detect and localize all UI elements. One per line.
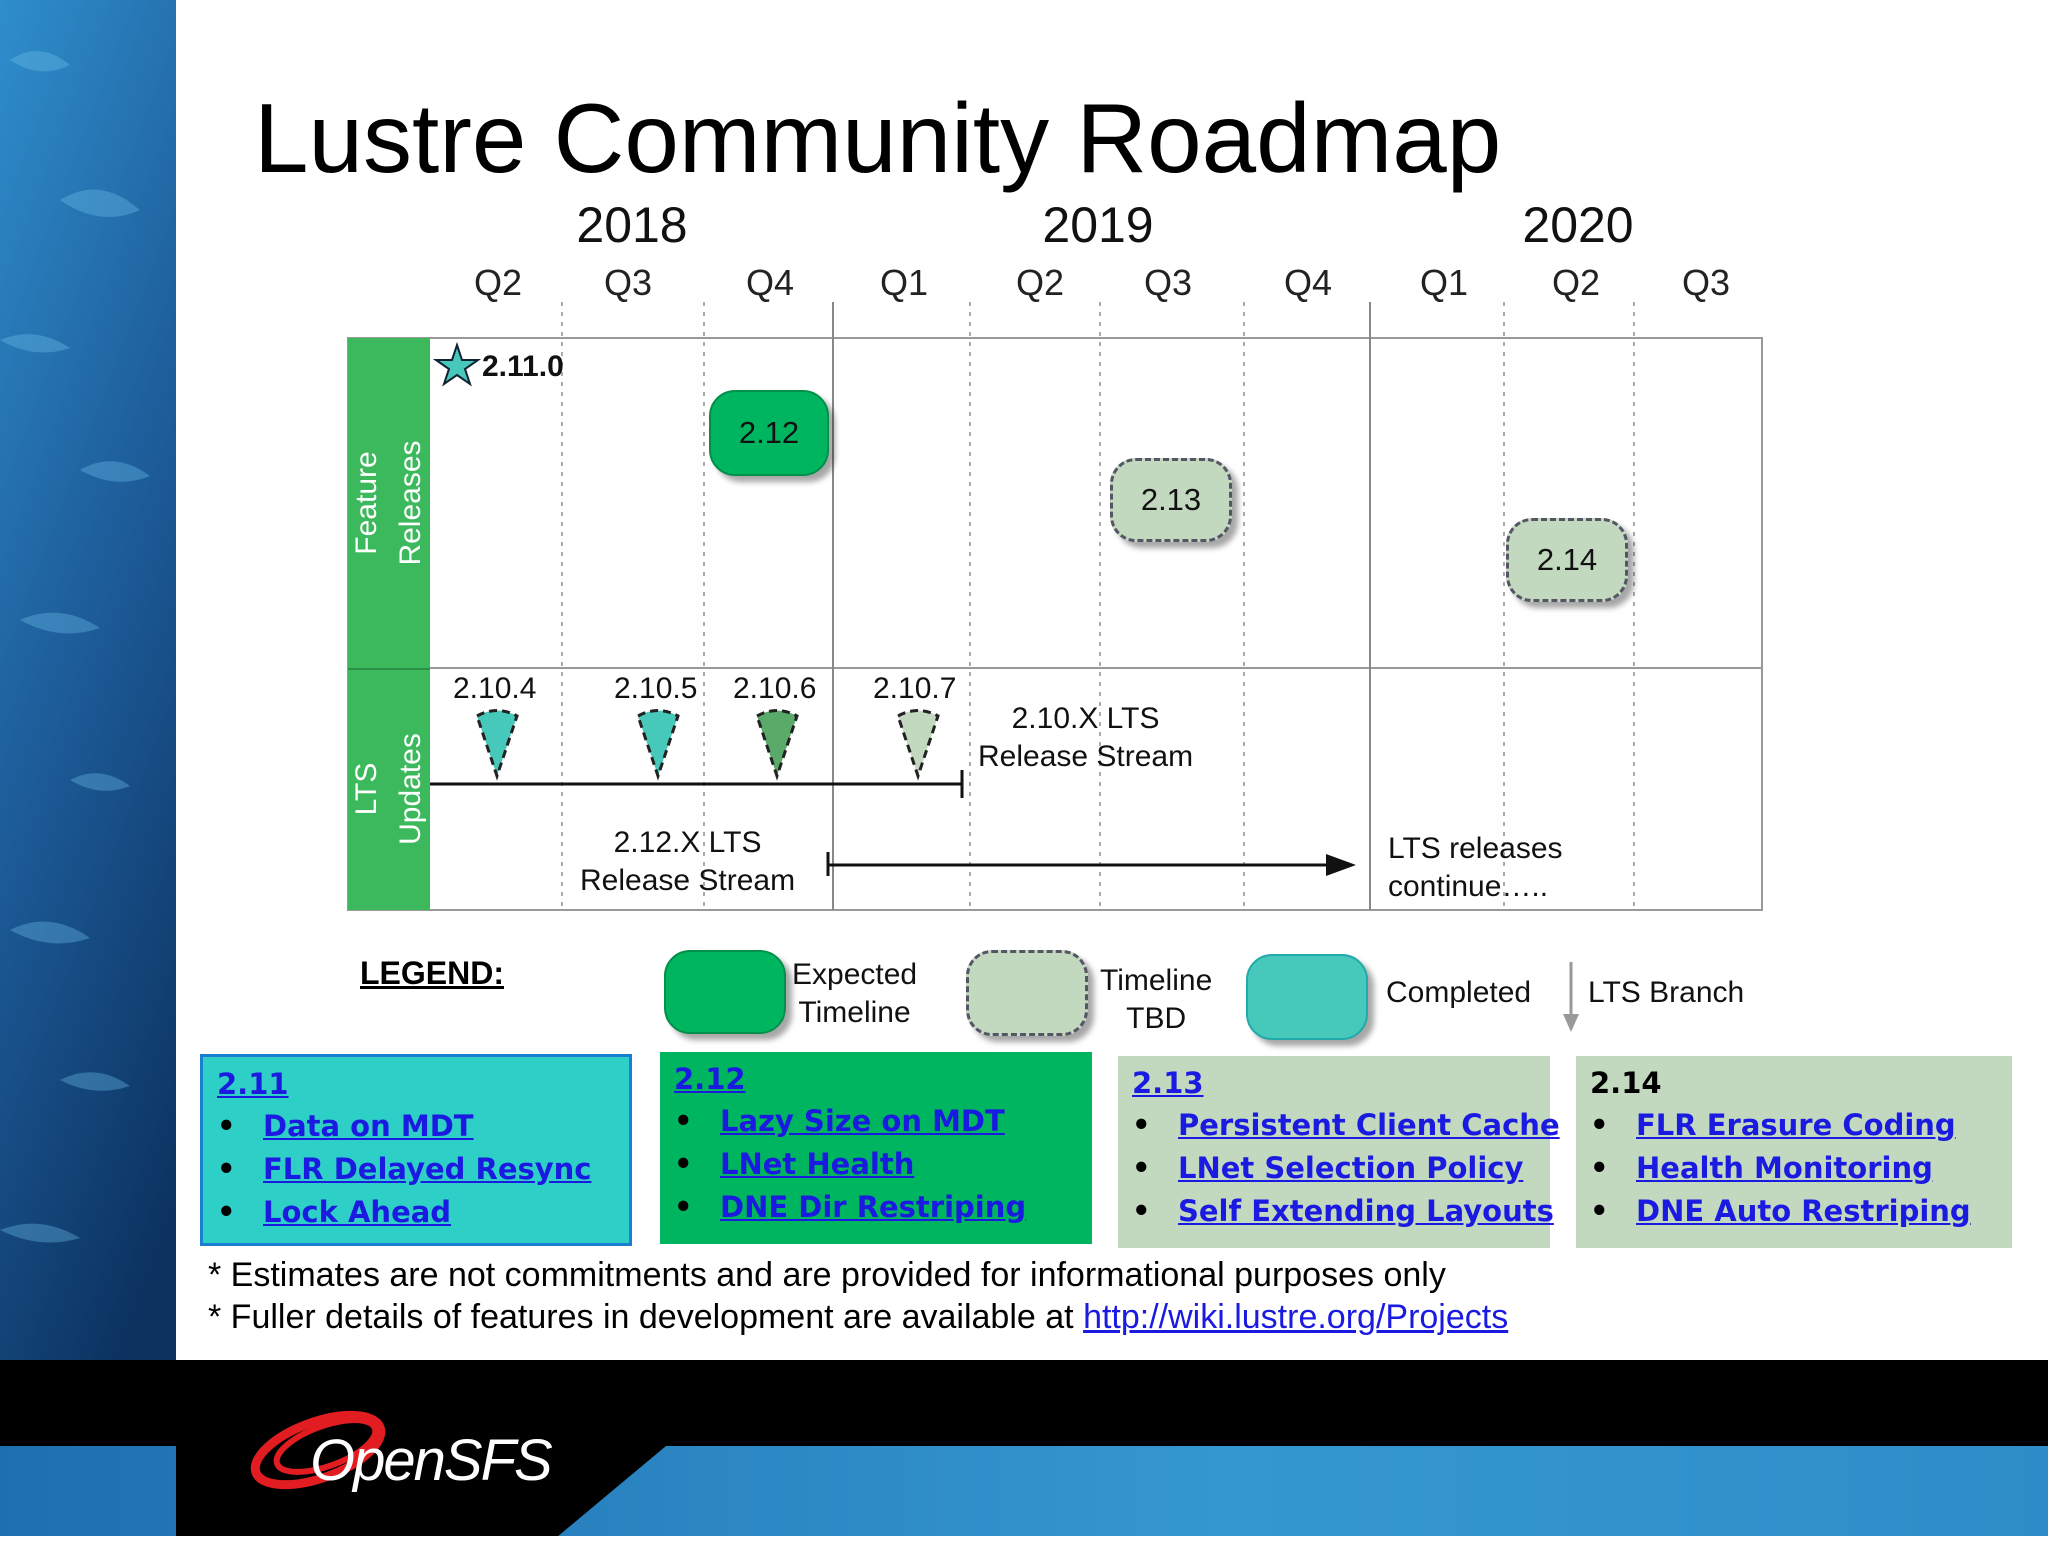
- feature-box-title: 2.14: [1590, 1066, 1662, 1100]
- quarter-label: Q1: [879, 262, 929, 303]
- feature-link[interactable]: •DNE Dir Restriping: [674, 1190, 1027, 1224]
- quarter-label: Q3: [1143, 262, 1193, 303]
- lts-2-10-4-label: 2.10.4: [453, 672, 537, 705]
- feature-box-2-12: 2.12 •Lazy Size on MDT •LNet Health •DNE…: [660, 1052, 1092, 1244]
- feature-link[interactable]: •LNet Health: [674, 1147, 915, 1181]
- feature-box-title[interactable]: 2.11: [217, 1067, 289, 1101]
- feature-link[interactable]: •FLR Erasure Coding: [1590, 1108, 1956, 1142]
- year-2020: 2020: [1522, 197, 1634, 253]
- release-2-12-bubble: 2.12: [709, 390, 829, 476]
- quarter-label: Q4: [745, 262, 795, 303]
- feature-link[interactable]: •Persistent Client Cache: [1132, 1108, 1560, 1142]
- release-2-14-bubble: 2.14: [1506, 518, 1628, 602]
- projects-note-text: * Fuller details of features in developm…: [208, 1298, 1084, 1336]
- quarter-label: Q1: [1419, 262, 1469, 303]
- feature-link[interactable]: •Self Extending Layouts: [1132, 1194, 1554, 1228]
- projects-note: * Fuller details of features in developm…: [208, 1298, 1508, 1337]
- feature-box-2-13: 2.13 •Persistent Client Cache •LNet Sele…: [1118, 1056, 1560, 1248]
- year-2018: 2018: [576, 197, 688, 253]
- feature-link[interactable]: •DNE Auto Restriping: [1590, 1194, 1971, 1228]
- feature-link[interactable]: •FLR Delayed Resync: [217, 1152, 592, 1186]
- legend-completed-label: Completed: [1386, 976, 1532, 1009]
- feature-box-title[interactable]: 2.12: [674, 1062, 746, 1096]
- feature-link[interactable]: •Lazy Size on MDT: [674, 1104, 1005, 1138]
- quarter-label: Q3: [1681, 262, 1731, 303]
- feature-link[interactable]: •LNet Selection Policy: [1132, 1151, 1524, 1185]
- feature-box-2-11: 2.11 •Data on MDT •FLR Delayed Resync •L…: [200, 1054, 632, 1246]
- quarter-label: Q2: [1015, 262, 1065, 303]
- feature-link[interactable]: •Lock Ahead: [217, 1195, 452, 1229]
- legend-tbd-swatch: [966, 950, 1088, 1036]
- lts-cone-2-10-6: [755, 709, 799, 781]
- svg-text:OpenSFS: OpenSFS: [310, 1428, 553, 1493]
- lts-cone-2-10-7: [896, 709, 940, 781]
- quarter-label: Q4: [1283, 262, 1333, 303]
- legend-completed-swatch: [1246, 954, 1368, 1040]
- release-2-11-0-label: 2.11.0: [482, 350, 564, 383]
- lts-2-10-5-label: 2.10.5: [614, 672, 698, 705]
- slide-title: Lustre Community Roadmap: [254, 83, 1502, 193]
- opensfs-logo: OpenSFS: [248, 1390, 568, 1515]
- lts-cone-2-10-5: [636, 709, 680, 781]
- lts-cone-2-10-4: [475, 709, 519, 781]
- release-2-13-bubble: 2.13: [1110, 458, 1232, 542]
- quarter-label: Q3: [603, 262, 653, 303]
- quarter-label: Q2: [473, 262, 523, 303]
- star-icon: [432, 341, 482, 387]
- feature-box-2-14: 2.14 •FLR Erasure Coding •Health Monitor…: [1576, 1056, 2012, 1248]
- quarter-label: Q2: [1551, 262, 1601, 303]
- feature-link[interactable]: •Data on MDT: [217, 1109, 474, 1143]
- legend-expected-swatch: [664, 950, 786, 1034]
- disclaimer-note: * Estimates are not commitments and are …: [208, 1256, 1446, 1294]
- legend-lts-branch-label: LTS Branch: [1588, 976, 1745, 1009]
- year-2019: 2019: [1042, 197, 1154, 253]
- legend-title: LEGEND:: [360, 955, 504, 991]
- lts-2-10-7-label: 2.10.7: [873, 672, 957, 705]
- feature-box-title[interactable]: 2.13: [1132, 1066, 1204, 1100]
- projects-link[interactable]: http://wiki.lustre.org/Projects: [1083, 1298, 1509, 1336]
- lts-2-10-6-label: 2.10.6: [733, 672, 817, 705]
- feature-link[interactable]: •Health Monitoring: [1590, 1151, 1933, 1185]
- footer-bar: [0, 1360, 2048, 1446]
- ocean-sidebar: [0, 0, 176, 1536]
